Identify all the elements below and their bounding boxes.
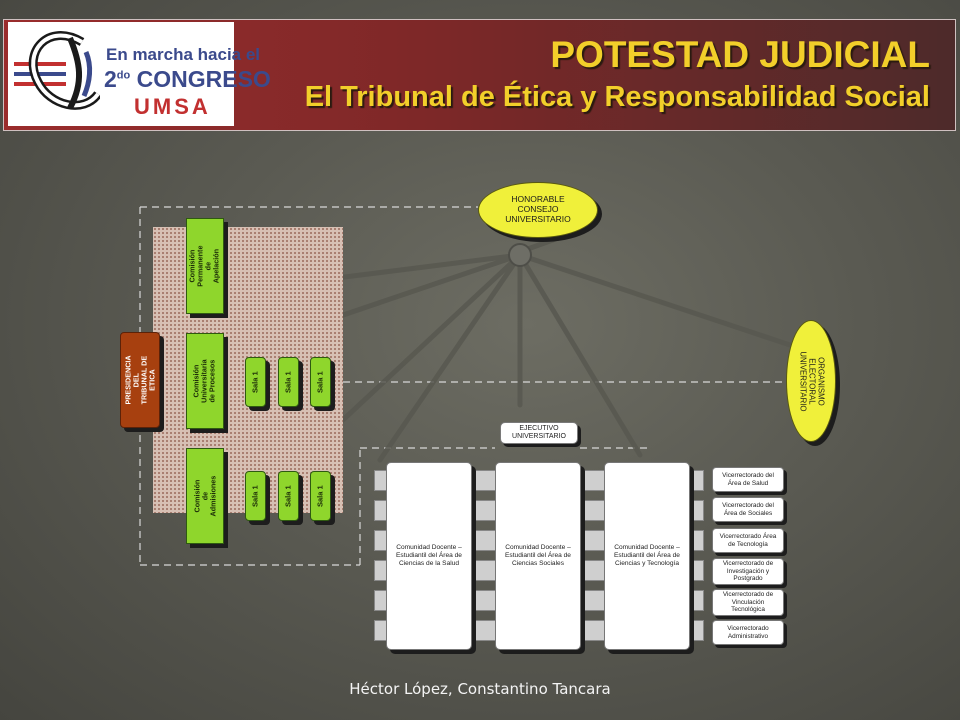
comunidad-tecnologia-box: Comunidad Docente – Estudiantil del Área… xyxy=(604,462,690,650)
comunidad-salud-box: Comunidad Docente – Estudiantil del Área… xyxy=(386,462,472,650)
sala-box: Sala 1 xyxy=(278,357,299,407)
sala-box: Sala 1 xyxy=(278,471,299,521)
vicerrectorado-tecnologia-box: Vicerrectorado Área de Tecnología xyxy=(712,528,784,553)
comunidad-sociales-box: Comunidad Docente – Estudiantil del Área… xyxy=(495,462,581,650)
honorable-consejo-oval: HONORABLE CONSEJO UNIVERSITARIO xyxy=(478,182,598,238)
comision-procesos-box: Comisión Universitaria de Procesos xyxy=(186,333,224,429)
vicerrectorado-label: Vicerrectorado Administrativo xyxy=(727,624,769,640)
vicerrectorado-label: Vicerrectorado de Investigación y Postgr… xyxy=(722,559,774,583)
sala-label: Sala 1 xyxy=(283,371,293,393)
vicerrectorado-investigacion-box: Vicerrectorado de Investigación y Postgr… xyxy=(712,558,784,585)
vicerrectorado-sociales-box: Vicerrectorado del Área de Sociales xyxy=(712,497,784,522)
ejecutivo-universitario-label: EJECUTIVO UNIVERSITARIO xyxy=(512,424,566,440)
presidencia-label: PRESIDENCIA DEL TRIBUNAL DE ETICA xyxy=(122,355,157,405)
vicerrectorado-salud-box: Vicerrectorado del Área de Salud xyxy=(712,467,784,492)
vicerrectorado-label: Vicerrectorado del Área de Salud xyxy=(722,471,774,487)
ejecutivo-universitario-box: EJECUTIVO UNIVERSITARIO xyxy=(500,422,578,444)
sala-label: Sala 1 xyxy=(250,485,260,507)
logo-text-line3: UMSA xyxy=(134,94,211,119)
organismo-electoral-label: ORGANISMO ELECTORAL UNIVERSITARIO xyxy=(798,350,826,412)
slide-title: POTESTAD JUDICIAL xyxy=(550,34,930,75)
footer-authors: Héctor López, Constantino Tancara xyxy=(349,680,611,698)
comision-admisiones-box: Comisión de Admisiones xyxy=(186,448,224,544)
vicerrectorado-label: Vicerrectorado del Área de Sociales xyxy=(722,501,774,517)
vicerrectorado-label: Vicerrectorado de Vinculación Tecnológic… xyxy=(722,590,774,614)
presidencia-box: PRESIDENCIA DEL TRIBUNAL DE ETICA xyxy=(120,332,160,428)
logo-congress-ordinal: do xyxy=(116,69,131,82)
vicerrectorado-administrativo-box: Vicerrectorado Administrativo xyxy=(712,620,784,645)
sala-label: Sala 1 xyxy=(315,371,325,393)
comision-admisiones-label: Comisión de Admisiones xyxy=(191,475,218,517)
umsa-emblem-icon xyxy=(14,31,100,110)
comision-apelacion-box: Comisión Permanente de Apelación xyxy=(186,218,224,314)
honorable-consejo-label: HONORABLE CONSEJO UNIVERSITARIO xyxy=(505,194,571,224)
sala-box: Sala 1 xyxy=(310,357,331,407)
comision-apelacion-label: Comisión Permanente de Apelación xyxy=(187,245,222,287)
logo-congress-word: CONGRESO xyxy=(136,66,271,92)
sala-label: Sala 1 xyxy=(283,485,293,507)
comunidad-sociales-label: Comunidad Docente – Estudiantil del Área… xyxy=(505,543,571,568)
sala-label: Sala 1 xyxy=(315,485,325,507)
sala-label: Sala 1 xyxy=(250,371,260,393)
logo-congress-number: 2 xyxy=(104,66,117,92)
vicerrectorado-vinculacion-box: Vicerrectorado de Vinculación Tecnológic… xyxy=(712,589,784,616)
vicerrectorado-label: Vicerrectorado Área de Tecnología xyxy=(719,532,777,548)
logo-text-line2: 2do CONGRESO xyxy=(104,66,271,93)
logo-text-line1: En marcha hacia el xyxy=(106,45,261,64)
sala-box: Sala 1 xyxy=(245,471,266,521)
sala-box: Sala 1 xyxy=(310,471,331,521)
comunidad-tecnologia-label: Comunidad Docente – Estudiantil del Área… xyxy=(614,543,680,568)
organismo-electoral-oval: ORGANISMO ELECTORAL UNIVERSITARIO xyxy=(786,320,836,442)
comunidad-salud-label: Comunidad Docente – Estudiantil del Área… xyxy=(396,543,462,568)
slide-subtitle: El Tribunal de Ética y Responsabilidad S… xyxy=(304,81,930,113)
comision-procesos-label: Comisión Universitaria de Procesos xyxy=(191,359,218,403)
sala-box: Sala 1 xyxy=(245,357,266,407)
congress-logo: En marcha hacia el 2do CONGRESO UMSA xyxy=(8,22,271,126)
